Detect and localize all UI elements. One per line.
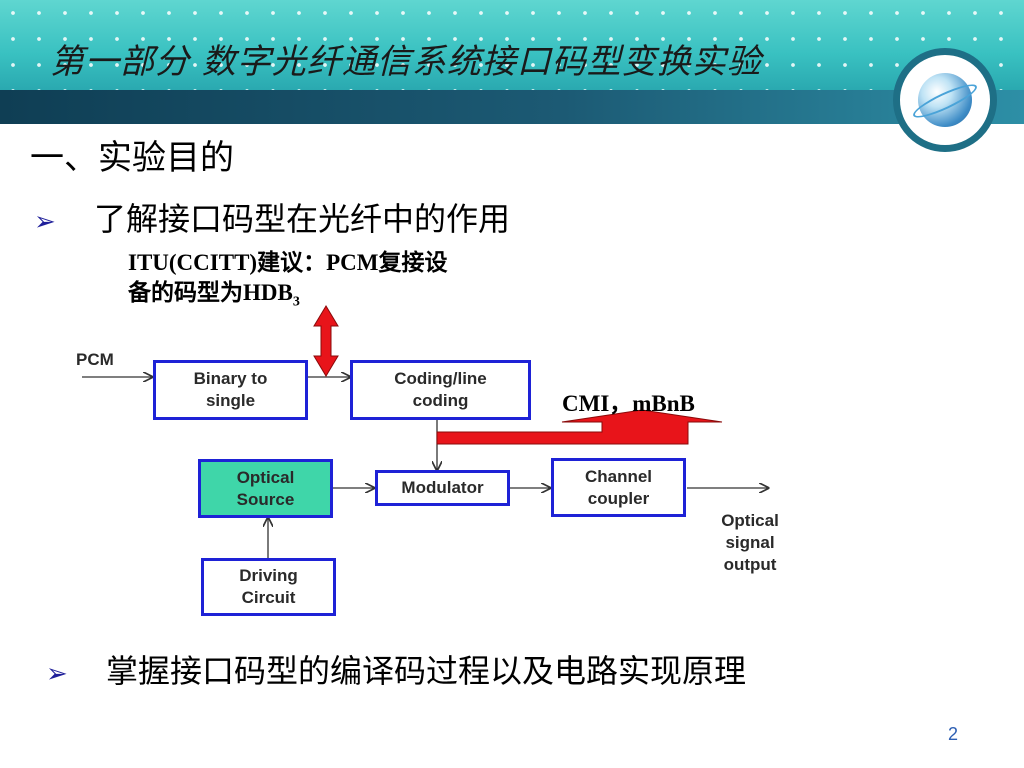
bullet-arrow-icon: ➢ [46,659,68,689]
driving-circuit-block: Driving Circuit [201,558,336,616]
note-line-1: ITU(CCITT)建议：PCM复接设 [128,250,448,275]
bullet-text-2: 掌握接口码型的编译码过程以及电路实现原理 [106,652,747,690]
driving-circuit-label: Driving Circuit [239,566,298,607]
modulator-label: Modulator [401,478,484,497]
globe-icon [909,73,981,127]
coding-line-block: Coding/line coding [350,360,531,420]
modulator-block: Modulator [375,470,510,506]
header-banner [0,0,1024,90]
note-line-2-text: 备的码型为HDB [128,280,293,305]
page-number: 2 [948,724,959,744]
recommendation-note: ITU(CCITT)建议：PCM复接设 备的码型为HDB3 [128,248,548,318]
bullet-item-2: ➢ 掌握接口码型的编译码过程以及电路实现原理 [46,646,746,692]
red-double-arrow [313,305,339,377]
globe-logo [893,48,997,152]
binary-to-single-block: Binary to single [153,360,308,420]
channel-coupler-label: Channel coupler [584,466,653,508]
bullet-text-1: 了解接口码型在光纤中的作用 [94,200,511,238]
pcm-label: PCM [76,350,114,369]
channel-coupler-block: Channel coupler [551,458,686,517]
optical-source-block: Optical Source [198,459,333,518]
coding-line-label: Coding/line coding [394,369,487,410]
note-line-2: 备的码型为HDB3 [128,278,548,318]
optical-signal-output-label: Optical signal output [721,511,779,574]
red-bent-arrow [436,409,723,445]
header-band [0,90,1024,124]
binary-to-single-label: Binary to single [193,369,268,410]
bullet-item-1: ➢ 了解接口码型在光纤中的作用 [34,194,510,240]
optical-source-label: Optical Source [236,467,295,509]
slide-title: 第一部分 数字光纤通信系统接口码型变换实验 [50,42,762,82]
bullet-arrow-icon: ➢ [34,207,56,237]
section-heading: 一、实验目的 [30,138,234,178]
note-subscript: 3 [292,294,300,310]
cmi-mbnb-label: CMI，mBnB [562,391,695,416]
